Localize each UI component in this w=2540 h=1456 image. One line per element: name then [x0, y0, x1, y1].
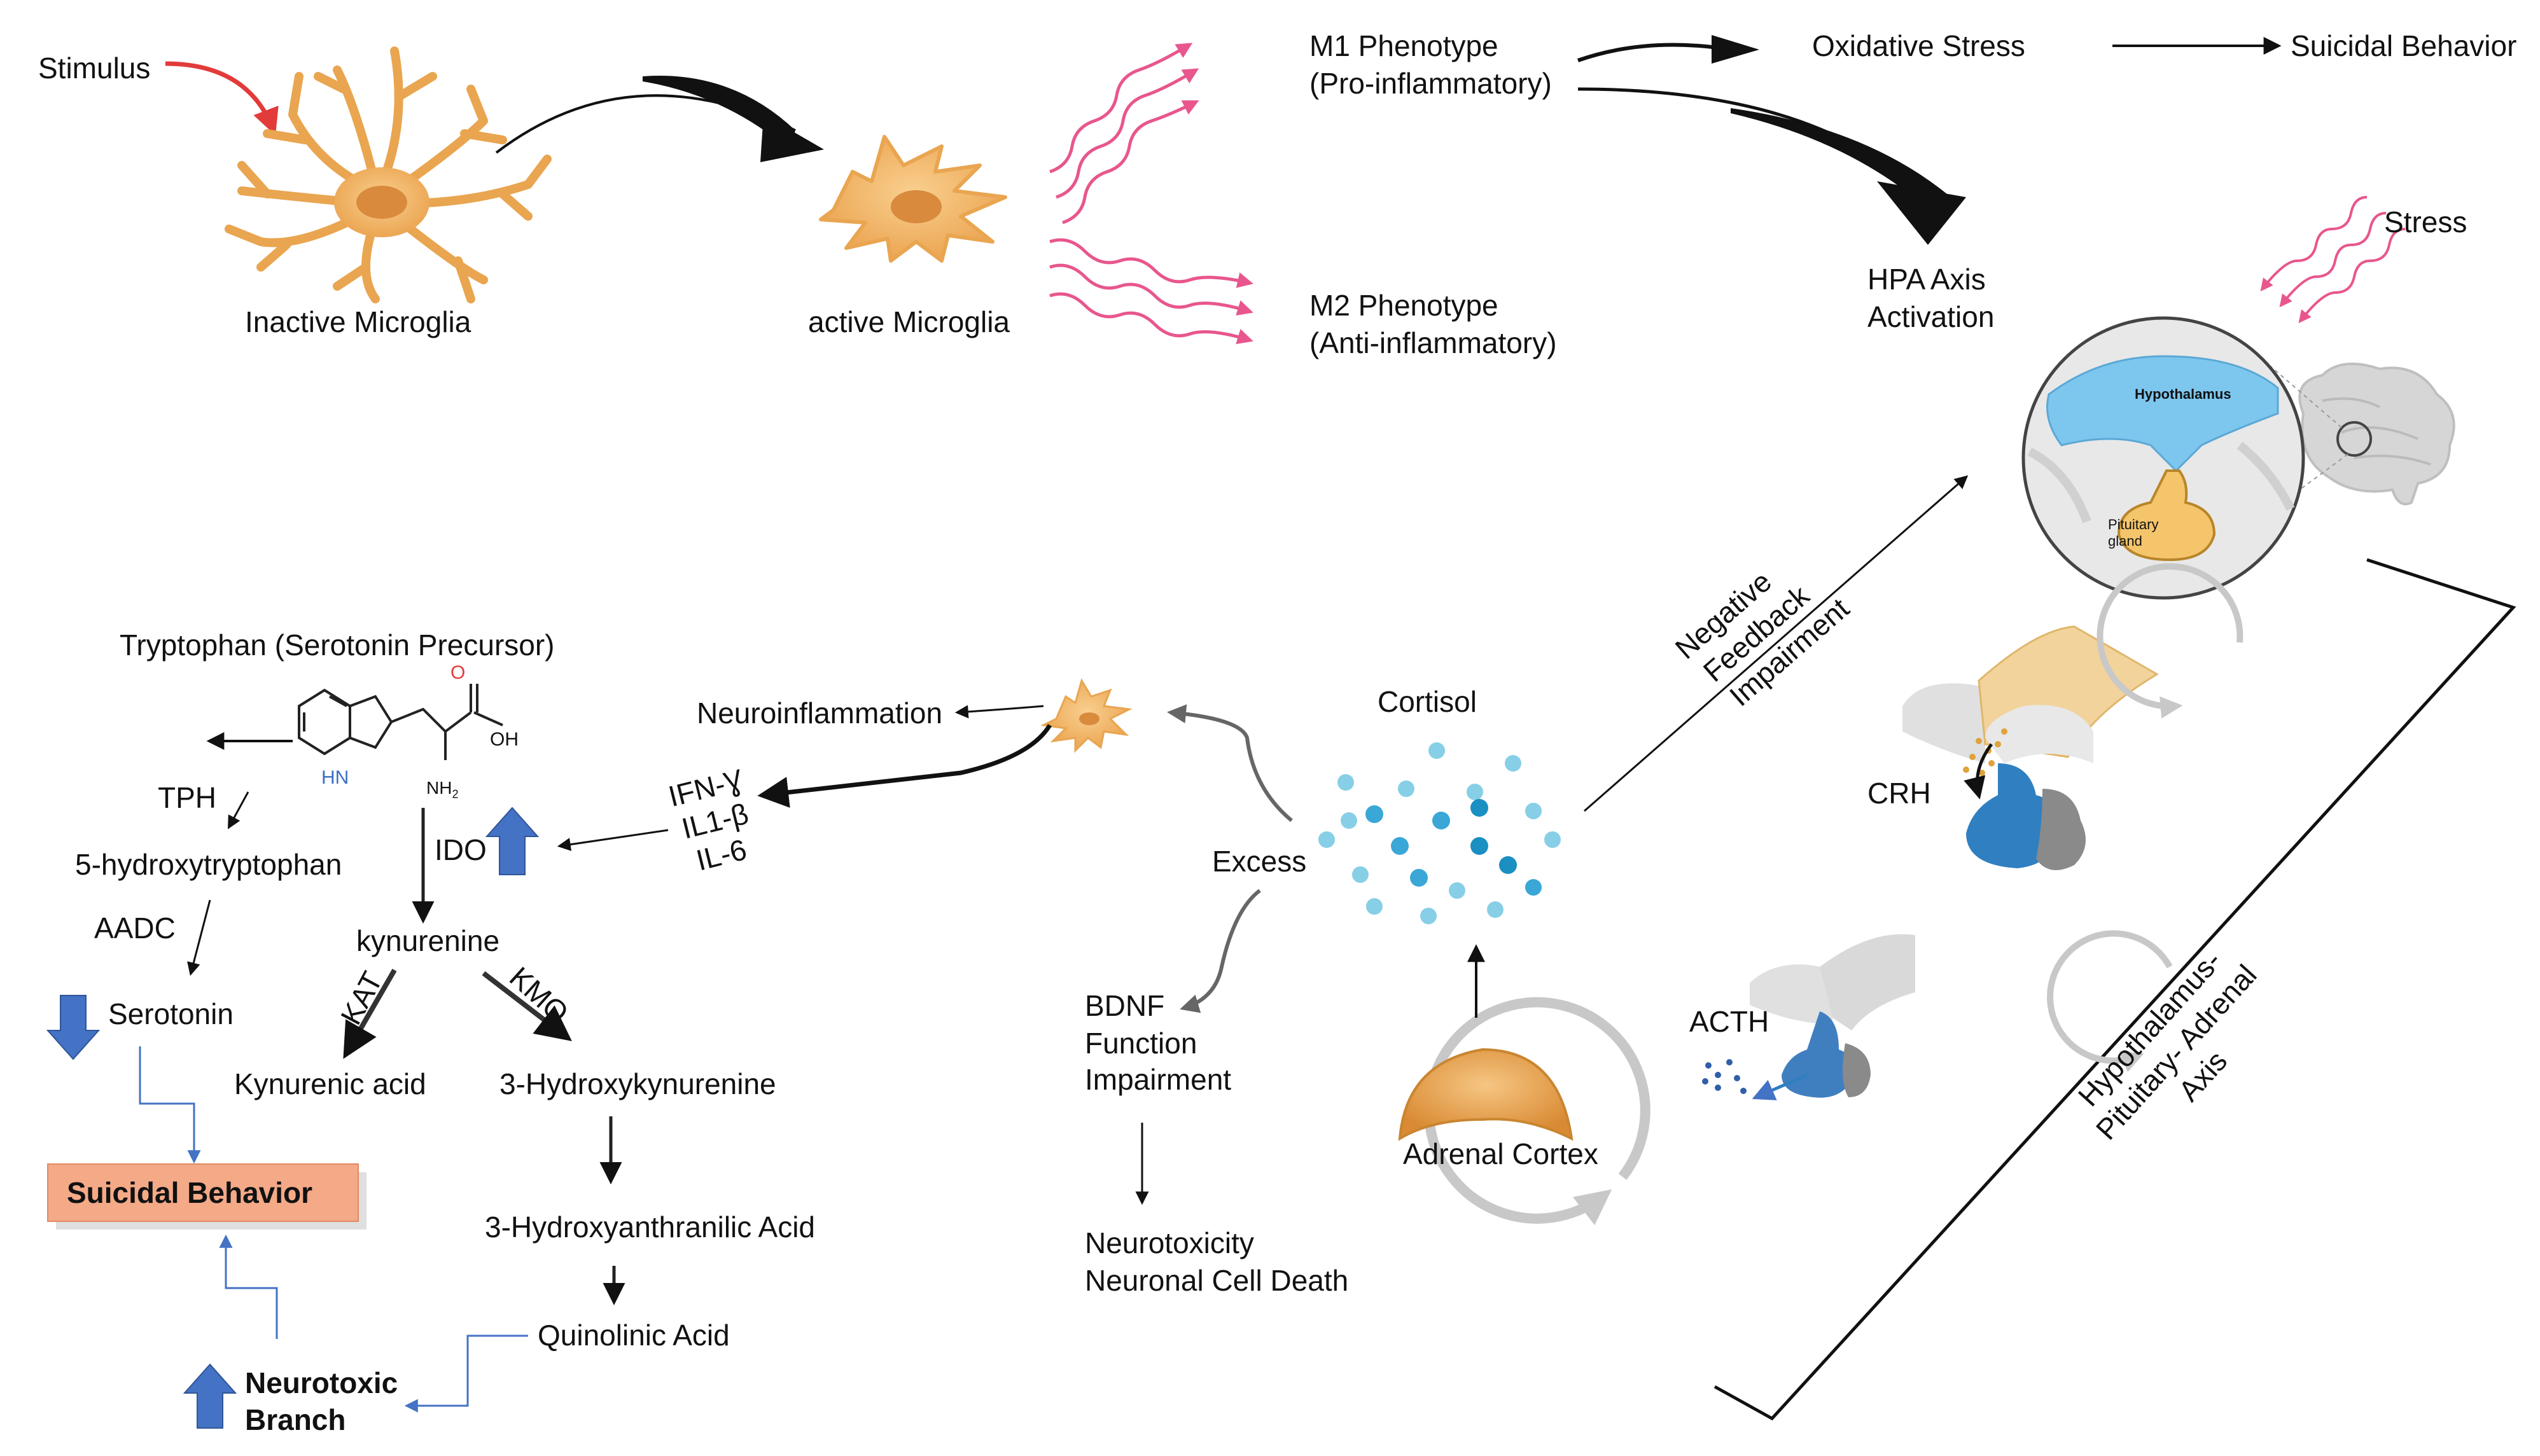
aadc-label: AADC — [94, 912, 176, 945]
suicidal-behavior-top-label: Suicidal Behavior — [2291, 29, 2517, 62]
neuronal-cell-death-label: Neuronal Cell Death — [1085, 1264, 1349, 1297]
oxidative-stress-label: Oxidative Stress — [1812, 29, 2025, 62]
kynurenine-label: kynurenine — [356, 924, 500, 957]
acth-illustration — [1702, 934, 1915, 1100]
tryptophan-structure — [298, 684, 503, 760]
excess-arrows — [1167, 704, 1293, 1013]
crh-label: CRH — [1867, 777, 1931, 810]
ido-label: IDO — [435, 833, 487, 866]
ido-up-arrow-icon — [485, 807, 540, 875]
microglia-to-cytokines-arrow — [757, 724, 1052, 808]
molecule-o-label: O — [450, 662, 466, 683]
stimulus-arrow — [165, 61, 279, 135]
neurotoxic-to-suicidal-connector — [219, 1234, 278, 1339]
inactive-microglia-icon — [225, 46, 552, 303]
acth-label: ACTH — [1689, 1005, 1769, 1038]
serotonin-down-arrow-icon — [46, 995, 101, 1060]
kmo-arrow — [482, 971, 572, 1041]
hypothalamus-pituitary-inset — [2021, 316, 2305, 600]
inactive-microglia-label: Inactive Microglia — [245, 305, 471, 338]
active-microglia-label: active Microglia — [808, 305, 1010, 338]
small-microglia-icon — [1040, 678, 1133, 753]
bdnf-impairment-label: Impairment — [1085, 1063, 1232, 1096]
m1-phenotype-label: M1 Phenotype — [1309, 29, 1498, 62]
m1-pro-inflammatory-label: (Pro-inflammatory) — [1309, 67, 1552, 100]
suicidal-behavior-box — [47, 1163, 366, 1230]
cycle-arrows — [1423, 563, 2243, 1226]
quinolinic-acid-label: Quinolinic Acid — [538, 1319, 730, 1352]
kat-arrow — [343, 969, 397, 1059]
activation-arrow — [495, 76, 824, 162]
m1-to-hpa-arrow — [1577, 87, 1966, 245]
active-microglia-icon — [819, 135, 1007, 263]
m2-anti-inflammatory-label: (Anti-inflammatory) — [1309, 326, 1557, 359]
cortisol-label: Cortisol — [1378, 685, 1477, 718]
hypothalamus-label: Hypothalamus — [2135, 386, 2231, 402]
molecule-oh-label: OH — [490, 729, 519, 750]
excess-label: Excess — [1212, 845, 1307, 878]
quin-to-neurotoxic-connector — [404, 1335, 528, 1413]
molecule-nh-text: NH — [426, 778, 452, 798]
negative-feedback-arrow — [1584, 475, 1969, 812]
m2-phenotype-label: M2 Phenotype — [1309, 289, 1498, 322]
molecule-nh2-subscript: 2 — [452, 787, 459, 801]
bdnf-function-label: Function — [1085, 1027, 1197, 1060]
branch-label: Branch — [245, 1403, 346, 1436]
bdnf-label: BDNF — [1085, 989, 1165, 1022]
molecule-hn-text: HN — [321, 767, 349, 788]
molecule-nh2-label: NH2 — [426, 777, 458, 805]
tryptophan-label: Tryptophan (Serotonin Precursor) — [120, 628, 555, 662]
stress-waves — [2260, 196, 2406, 324]
cortisol-molecules — [1318, 742, 1561, 924]
gland-label: gland — [2108, 533, 2142, 549]
tph-to-htp-arrow — [227, 791, 249, 829]
microglia-to-neuroinflammation-arrow — [954, 705, 1044, 719]
stress-label: Stress — [2384, 205, 2467, 239]
serotonin-label: Serotonin — [108, 997, 234, 1030]
molecule-hn-label: HN — [321, 766, 349, 789]
crh-illustration — [1902, 625, 2159, 870]
hydroxykynurenine-label: 3-Hydroxykynurenine — [499, 1067, 776, 1100]
pituitary-label: Pituitary — [2108, 517, 2159, 532]
neurotoxic-up-arrow-icon — [183, 1363, 237, 1429]
hpa-bracket — [1713, 558, 2516, 1421]
anti-inflammatory-waves — [1049, 238, 1253, 345]
m1-to-oxidative-arrow — [1577, 35, 1759, 64]
tph-label: TPH — [158, 781, 216, 814]
kynurenic-acid-label: Kynurenic acid — [234, 1067, 426, 1100]
cytokines-to-ido-arrow — [557, 829, 669, 851]
hydroxyanthranilic-acid-label: 3-Hydroxyanthranilic Acid — [485, 1210, 816, 1244]
neurotoxicity-label: Neurotoxicity — [1085, 1226, 1254, 1259]
suicidal-behavior-label: Suicidal Behavior — [67, 1176, 313, 1209]
adrenal-cortex-icon — [1398, 1048, 1574, 1141]
aadc-to-serotonin-arrow — [187, 899, 211, 976]
hpa-activation-label: Activation — [1867, 300, 1995, 333]
stimulus-label: Stimulus — [38, 52, 151, 85]
hydroxytryptophan-label: 5-hydroxytryptophan — [75, 848, 342, 881]
serotonin-to-suicidal-connector — [139, 1046, 201, 1164]
neuroinflammation-label: Neuroinflammation — [697, 697, 943, 730]
pro-inflammatory-waves — [1049, 43, 1199, 225]
hpa-axis-label: HPA Axis — [1867, 263, 1986, 296]
neurotoxic-label: Neurotoxic — [245, 1366, 398, 1399]
adrenal-cortex-label: Adrenal Cortex — [1403, 1137, 1598, 1170]
